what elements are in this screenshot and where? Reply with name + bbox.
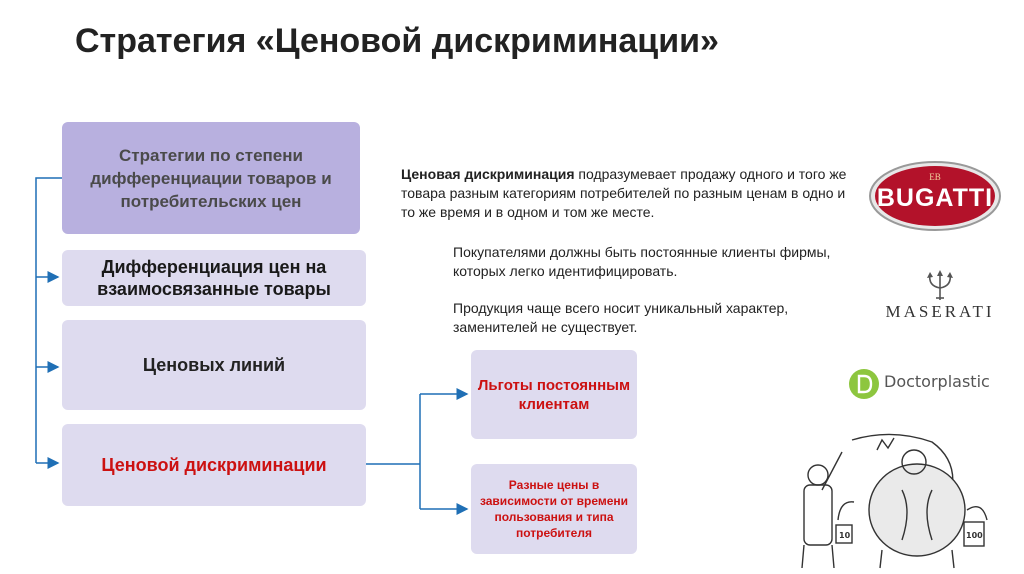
strategy-item-price-discrimination: Ценовой дискриминации bbox=[62, 424, 366, 506]
bugatti-logo: EB BUGATTI bbox=[869, 161, 1001, 231]
strategy-item-price-lines: Ценовых линий bbox=[62, 320, 366, 410]
condition-paragraph-1: Покупателями должны быть постоянные клие… bbox=[453, 244, 831, 279]
svg-text:100: 100 bbox=[966, 531, 983, 540]
cartoon-illustration: 10 100 bbox=[801, 433, 988, 569]
doctorplastic-logo-text: Doctorplastic bbox=[884, 372, 990, 391]
svg-text:10: 10 bbox=[839, 531, 851, 540]
definition-body: подразумевает продажу одного и того же т… bbox=[401, 166, 847, 220]
condition-paragraph-2: Продукция чаще всего носит уникальный ха… bbox=[453, 300, 789, 335]
maserati-trident-icon bbox=[927, 270, 953, 300]
maserati-logo-text: MASERATI bbox=[885, 302, 995, 321]
sub-item-loyal-discounts: Льготы постоянным клиентам bbox=[471, 350, 637, 439]
strategy-item-related-goods: Дифференциация цен на взаимосвязанные то… bbox=[62, 250, 366, 306]
bugatti-logo-text: BUGATTI bbox=[877, 184, 993, 212]
definition-paragraph: Ценовая дискриминация подразумевает прод… bbox=[401, 165, 851, 222]
definition-term: Ценовая дискриминация bbox=[401, 166, 575, 182]
doctorplastic-logo-icon bbox=[849, 369, 879, 399]
slide-title: Стратегия «Ценовой дискриминации» bbox=[75, 22, 719, 60]
strategy-root-box: Стратегии по степени дифференциации това… bbox=[62, 122, 360, 234]
sub-item-time-based-prices: Разные цены в зависимости от времени пол… bbox=[471, 464, 637, 554]
bugatti-emblem-text: EB bbox=[929, 172, 941, 182]
